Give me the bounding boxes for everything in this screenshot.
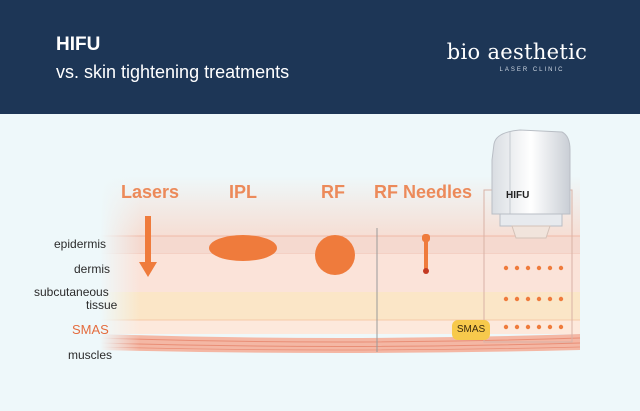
hifu-device-label: HIFU	[506, 190, 530, 201]
ipl-ellipse	[209, 235, 277, 261]
layer-label-muscles: muscles	[68, 348, 113, 362]
logo-subtext: LASER CLINIC	[499, 67, 565, 73]
hifu-focal-dots-dermis	[503, 265, 564, 271]
hifu-focal-dots-smas	[503, 324, 564, 330]
layer-label-smas: SMAS	[72, 322, 109, 337]
logo-text: bio aesthetic	[446, 40, 588, 64]
hifu-device	[491, 129, 571, 239]
treatment-label-rf-needles: RF Needles	[374, 182, 473, 202]
layer-label-dermis: dermis	[74, 262, 111, 276]
layer-label-subcutaneous: subcutaneous	[34, 285, 109, 299]
treatment-label-rf: RF	[321, 182, 345, 202]
clinic-logo: bio aesthetic LASER CLINIC	[442, 40, 592, 80]
lasers-arrow	[139, 216, 157, 277]
hifu-focal-dots-subcutaneous	[503, 296, 564, 302]
page-subtitle: vs. skin tightening treatments	[56, 62, 290, 82]
rf-needle-icon	[422, 234, 430, 274]
page-title: HIFU	[56, 34, 101, 55]
treatment-label-ipl: IPL	[229, 182, 258, 202]
treatment-label-lasers: Lasers	[121, 182, 180, 202]
smas-badge: SMAS	[452, 320, 490, 340]
layer-subcutaneous-band	[100, 292, 580, 320]
left-fade	[100, 176, 140, 356]
header-banner: HIFU vs. skin tightening treatments bio …	[0, 0, 640, 114]
layer-label-tissue: tissue	[86, 298, 118, 312]
layer-label-epidermis: epidermis	[54, 237, 107, 251]
rf-circle	[315, 235, 355, 275]
